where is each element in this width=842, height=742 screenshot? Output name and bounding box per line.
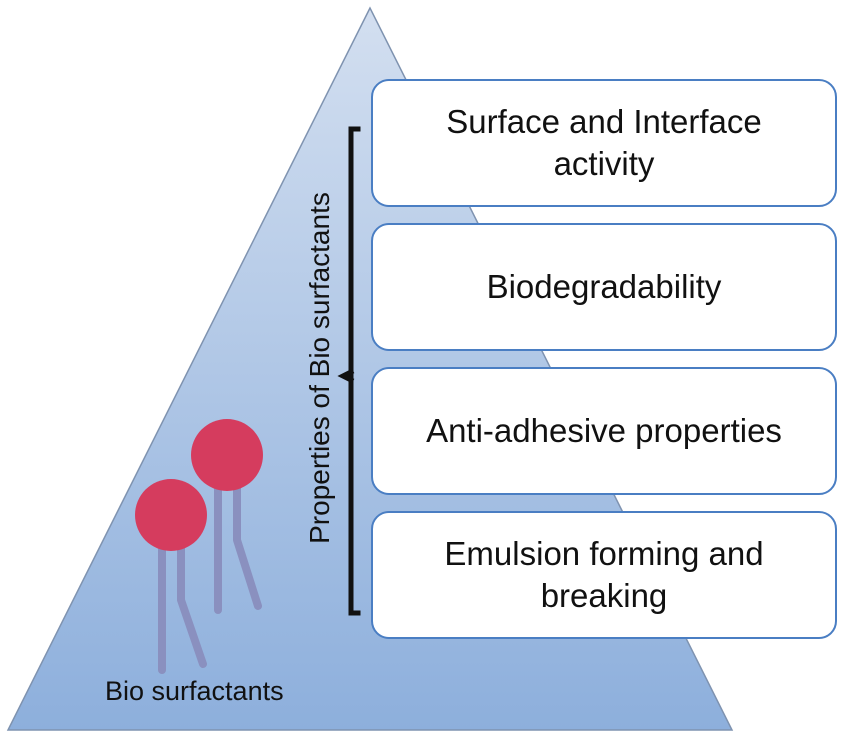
property-box-anti-adhesive: Anti-adhesive properties [371, 367, 837, 495]
property-text: Emulsion forming and breaking [444, 535, 764, 614]
property-box-biodegradability: Biodegradability [371, 223, 837, 351]
property-text: Biodegradability [486, 268, 722, 305]
property-text: Surface and Interface activity [446, 103, 762, 182]
properties-label: Properties of Bio surfactants [304, 192, 335, 544]
property-text: Anti-adhesive properties [426, 412, 782, 449]
property-box-surface-interface: Surface and Interface activity [371, 79, 837, 207]
surfactant-molecule-back [191, 419, 263, 614]
property-box-emulsion: Emulsion forming and breaking [371, 511, 837, 639]
surfactant-molecule-front [135, 479, 207, 674]
base-label: Bio surfactants [105, 676, 284, 706]
bracket [337, 126, 361, 616]
